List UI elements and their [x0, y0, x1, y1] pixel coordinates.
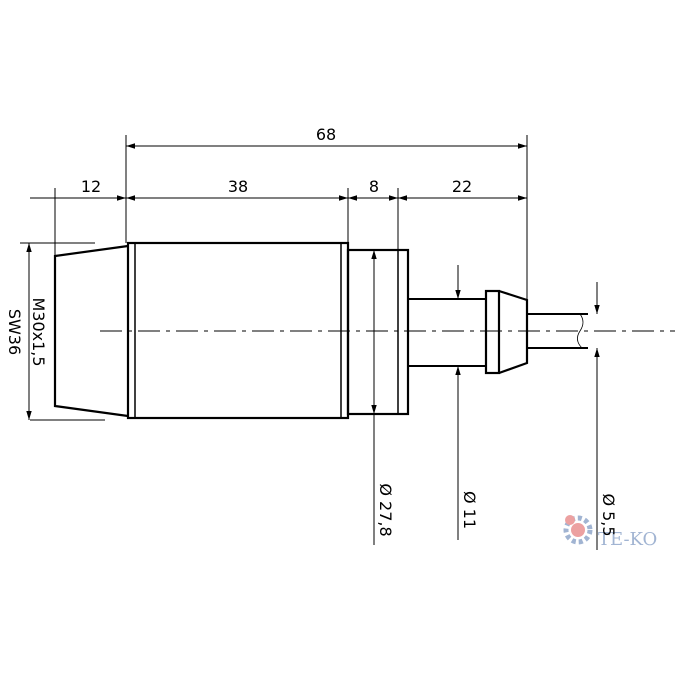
dim-22: 22: [452, 177, 472, 196]
watermark-logo: TE-KO: [563, 515, 657, 550]
hex-nut: [53, 244, 129, 418]
dim-27-8: Ø 27,8: [376, 483, 395, 536]
dim-68: 68: [316, 125, 336, 144]
wrench-size-label: SW36: [5, 309, 24, 355]
sensor-body: [126, 241, 350, 420]
watermark-text: TE-KO: [598, 529, 657, 550]
dim-38: 38: [228, 177, 248, 196]
dim-5-5: Ø 5,5: [599, 493, 618, 536]
thread-label: M30x1,5: [29, 297, 48, 366]
cable: [527, 313, 588, 349]
gland-tube: [408, 298, 487, 367]
cable-gland: [484, 289, 501, 375]
dim-12: 12: [81, 177, 101, 196]
dim-11: Ø 11: [460, 491, 479, 529]
collar: [346, 248, 410, 416]
dim-8: 8: [369, 177, 379, 196]
